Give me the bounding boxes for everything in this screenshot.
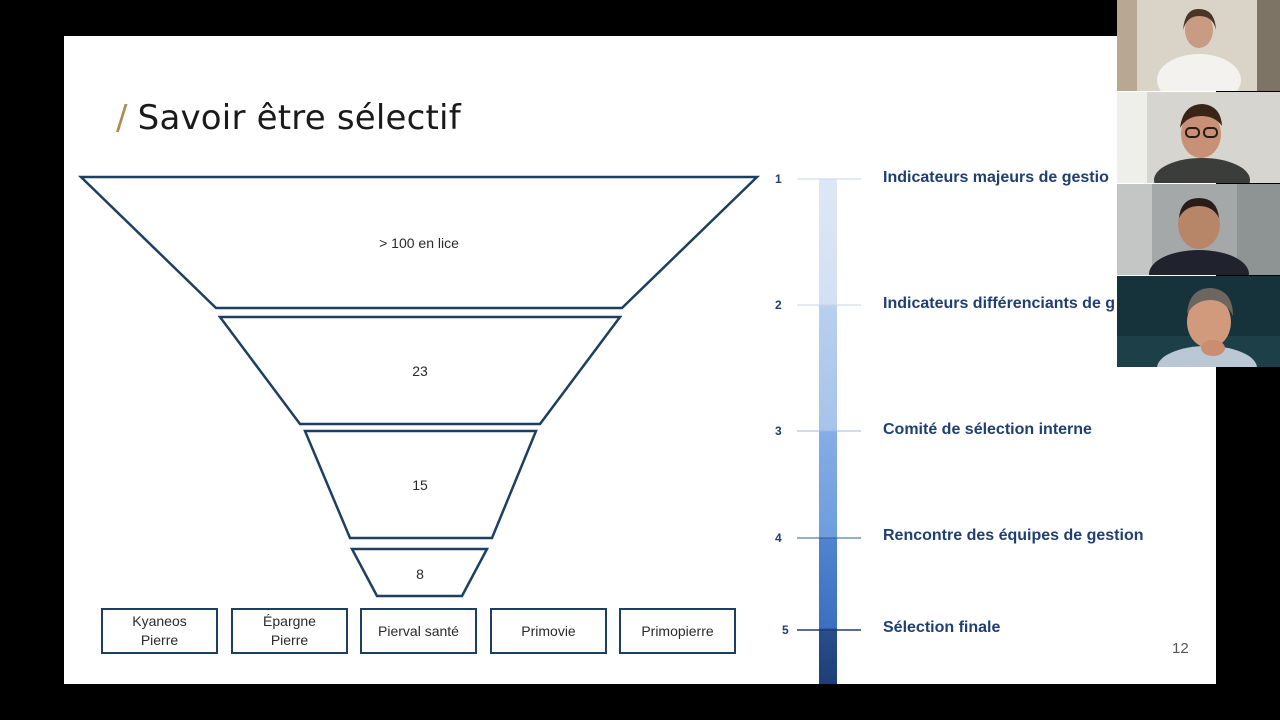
- funnel-label-1: > 100 en lice: [379, 235, 459, 251]
- slide-title: /Savoir être sélectif: [116, 98, 461, 138]
- stage-number-1: 1: [775, 172, 782, 186]
- participant-video-3[interactable]: [1117, 184, 1280, 275]
- funnel-level-4: [349, 547, 490, 598]
- funnel-label-4: 8: [416, 566, 424, 582]
- funnel-label-3: 15: [412, 477, 428, 493]
- stage-label-3: Comité de sélection interne: [883, 421, 1092, 438]
- presentation-slide: /Savoir être sélectif > 100 en lice 23 1…: [64, 36, 1216, 684]
- participant-avatar: [1117, 184, 1280, 275]
- fund-box-pierval: Pierval santé: [360, 608, 477, 654]
- stage-number-2: 2: [775, 298, 782, 312]
- fund-box-primopierre: Primopierre: [619, 608, 736, 654]
- funnel-level-3: [303, 429, 538, 540]
- funnel-diagram: > 100 en lice 23 15 8: [77, 175, 861, 684]
- stage-label-1: Indicateurs majeurs de gestio: [883, 169, 1109, 186]
- stage-label-2: Indicateurs différenciants de g: [883, 295, 1116, 312]
- participant-video-2[interactable]: [1117, 92, 1280, 183]
- participant-avatar: [1117, 276, 1280, 367]
- stage-label-4: Rencontre des équipes de gestion: [883, 527, 1144, 544]
- stage-label-5: Sélection finale: [883, 619, 1001, 636]
- fund-label: Primovie: [521, 622, 576, 639]
- fund-box-primovie: Primovie: [490, 608, 607, 654]
- participant-video-4[interactable]: [1117, 276, 1280, 367]
- slide-page-number: 12: [1172, 640, 1189, 657]
- participant-avatar: [1117, 0, 1280, 91]
- fund-label: Pierval santé: [378, 622, 459, 639]
- stage-number-5: 5: [782, 623, 789, 637]
- stage-number-4: 4: [775, 531, 782, 545]
- funnel-level-2: [217, 315, 623, 426]
- stage-number-3: 3: [775, 424, 782, 438]
- funnel-level-1: [77, 175, 761, 310]
- fund-label: Primopierre: [641, 622, 714, 639]
- participant-avatar: [1117, 92, 1280, 183]
- funnel-label-2: 23: [412, 363, 428, 379]
- participant-video-1[interactable]: [1117, 0, 1280, 91]
